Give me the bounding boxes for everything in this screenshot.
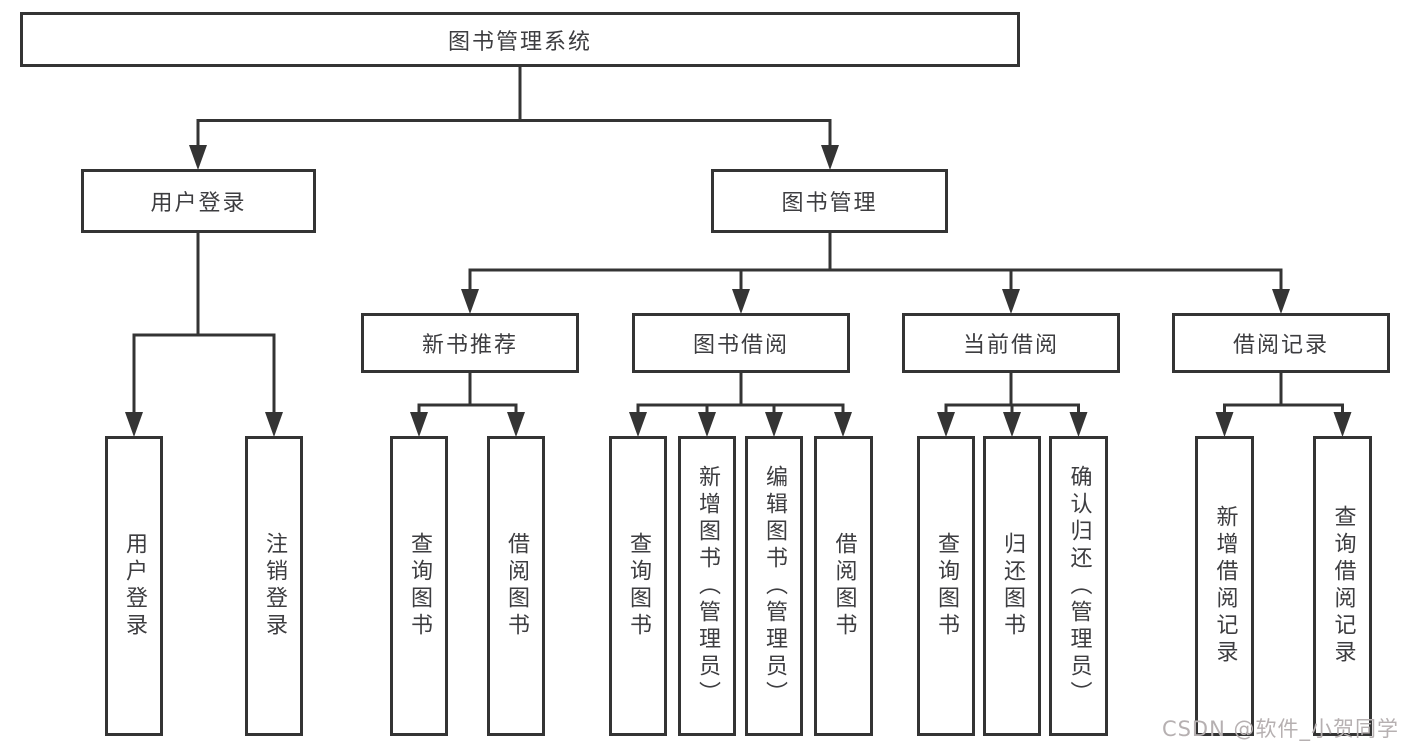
arrowhead	[1003, 412, 1021, 437]
leaf-query-books-rec: 查询图书	[390, 436, 448, 736]
arrowhead	[1002, 289, 1020, 314]
arrowhead	[125, 412, 143, 437]
arrowhead	[698, 412, 716, 437]
arrowheads	[125, 145, 1352, 437]
leaf-label: 编辑图书（管理员）	[762, 464, 787, 708]
node-new-book-recommendation: 新书推荐	[361, 313, 579, 373]
leaf-label: 借阅图书	[504, 532, 529, 640]
arrowhead	[265, 412, 283, 437]
node-label: 图书管理系统	[447, 29, 592, 55]
arrowhead	[189, 145, 207, 170]
node-label: 图书借阅	[692, 333, 789, 358]
leaf-return-books: 归还图书	[983, 436, 1041, 736]
leaf-label: 注销登录	[262, 532, 287, 640]
leaf-query-borrow-record: 查询借阅记录	[1313, 436, 1372, 736]
arrowhead	[732, 289, 750, 314]
leaf-label: 新增借阅记录	[1212, 505, 1238, 667]
leaf-label: 用户登录	[122, 532, 147, 640]
arrowhead	[507, 412, 525, 437]
arrowhead	[1215, 412, 1234, 437]
leaf-confirm-return-admin: 确认归还（管理员）	[1049, 436, 1108, 736]
node-label: 新书推荐	[421, 333, 518, 358]
leaf-label: 查询图书	[407, 532, 432, 640]
arrowhead	[937, 412, 955, 437]
node-label: 借阅记录	[1232, 333, 1329, 358]
leaf-label: 查询图书	[934, 532, 959, 640]
leaf-label: 确认归还（管理员）	[1066, 464, 1092, 708]
leaf-label: 新增图书（管理员）	[695, 464, 720, 708]
leaf-label: 查询借阅记录	[1330, 505, 1356, 667]
node-current-borrowing: 当前借阅	[902, 313, 1120, 373]
arrowhead	[821, 145, 839, 170]
node-book-management: 图书管理	[711, 169, 948, 233]
leaf-borrow-books: 借阅图书	[814, 436, 873, 736]
arrowhead	[410, 412, 428, 437]
arrowhead	[765, 412, 783, 437]
leaf-add-books-admin: 新增图书（管理员）	[678, 436, 736, 736]
node-label: 图书管理	[781, 191, 878, 216]
arrowhead	[1333, 412, 1352, 437]
arrowhead	[1272, 289, 1290, 314]
leaf-add-borrow-record: 新增借阅记录	[1195, 436, 1254, 736]
node-user-login: 用户登录	[81, 169, 316, 233]
leaf-label: 借阅图书	[831, 532, 857, 640]
arrowhead	[1069, 412, 1088, 437]
leaf-label: 归还图书	[1000, 532, 1025, 640]
arrowhead	[629, 412, 647, 437]
leaf-user-login: 用户登录	[105, 436, 163, 736]
leaf-edit-books-admin: 编辑图书（管理员）	[745, 436, 803, 736]
node-label: 用户登录	[150, 191, 247, 216]
leaf-query-books-current: 查询图书	[917, 436, 975, 736]
arrowhead	[461, 289, 479, 314]
csdn-watermark: CSDN @软件_小贺同学	[1161, 717, 1399, 741]
node-book-borrowing: 图书借阅	[632, 313, 850, 373]
leaf-query-books-borrow: 查询图书	[609, 436, 667, 736]
node-label: 当前借阅	[962, 333, 1059, 358]
arrowhead	[834, 412, 852, 437]
leaf-logout: 注销登录	[245, 436, 303, 736]
leaf-borrow-books-rec: 借阅图书	[487, 436, 545, 736]
node-library-management-system: 图书管理系统	[20, 12, 1020, 67]
leaf-label: 查询图书	[626, 532, 651, 640]
node-borrowing-records: 借阅记录	[1172, 313, 1390, 373]
